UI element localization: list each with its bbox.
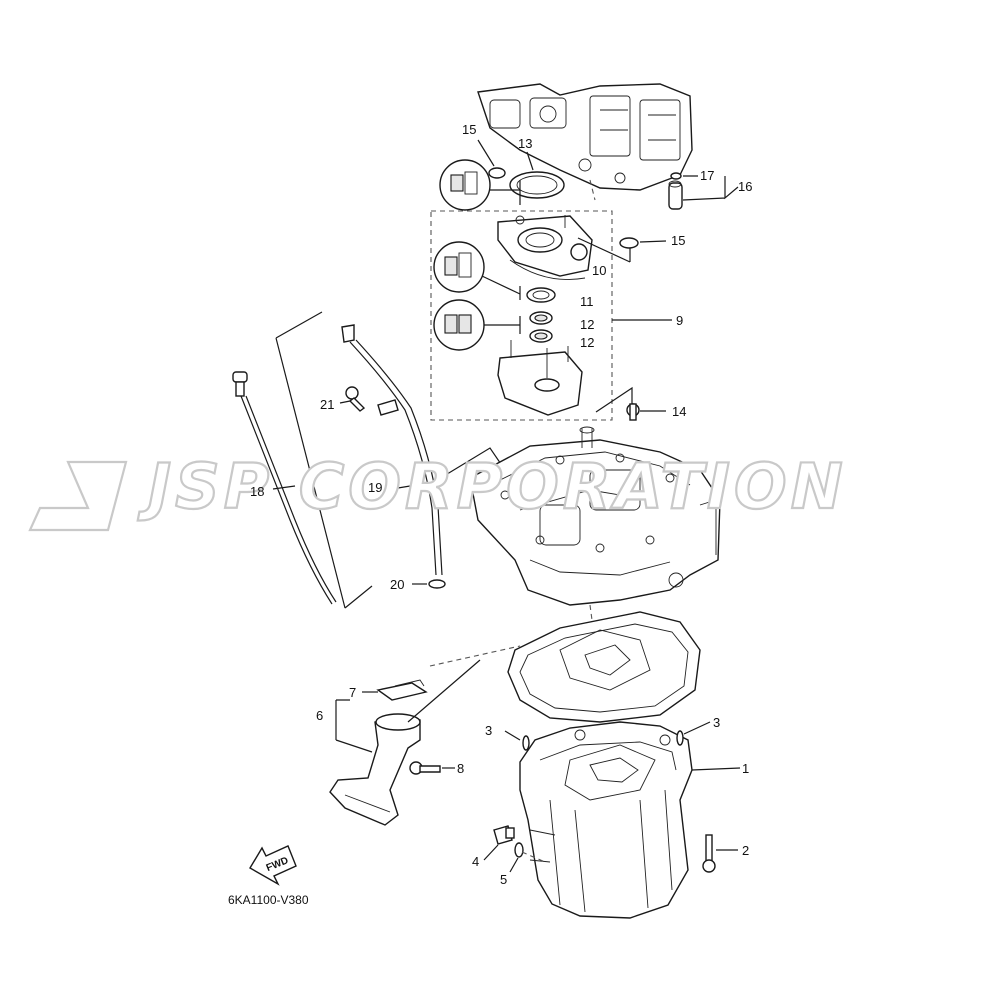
engine-block-illustration: [477, 83, 693, 201]
callout-14: 14: [672, 404, 686, 419]
callout-12-upper: 12: [580, 317, 594, 332]
callout-18: 18: [250, 484, 264, 499]
drain-plug-4: [483, 825, 515, 861]
bolt-21: [339, 386, 366, 412]
bolt-2: [702, 834, 738, 873]
sealant-detail-2: [433, 241, 521, 300]
oring-15-right: [619, 237, 667, 249]
callout-5: 5: [500, 872, 507, 887]
callout-3-right: 3: [713, 715, 720, 730]
bolt-8: [409, 761, 455, 775]
watermark-logo: JSP CORPORATION: [28, 449, 847, 532]
callout-7: 7: [349, 685, 356, 700]
oring-15-top: [477, 139, 506, 179]
callout-11: 11: [580, 294, 594, 309]
callout-2: 2: [742, 843, 749, 858]
clip-7: [362, 679, 428, 701]
oring-20: [412, 579, 446, 589]
callout-19: 19: [368, 480, 382, 495]
callout-10: 10: [592, 263, 606, 278]
callout-15-right: 15: [671, 233, 685, 248]
callout-6: 6: [316, 708, 323, 723]
callout-13: 13: [518, 136, 532, 151]
callout-21: 21: [320, 397, 334, 412]
callout-12-lower: 12: [580, 335, 594, 350]
oil-pan-1: [504, 721, 741, 919]
watermark-text: JSP CORPORATION: [137, 450, 847, 523]
callout-3-left: 3: [485, 723, 492, 738]
dipstick-18: [232, 311, 373, 609]
callout-4: 4: [472, 854, 479, 869]
gasket-5: [509, 842, 546, 873]
callout-1: 1: [742, 761, 749, 776]
oil-pump-assembly-9: [430, 210, 672, 421]
oil-seal-13: [509, 151, 565, 199]
callout-20: 20: [390, 577, 404, 592]
exhaust-guide-casing: [469, 426, 721, 621]
fwd-arrow-icon: FWD: [249, 845, 297, 886]
callout-9: 9: [676, 313, 683, 328]
callout-8: 8: [457, 761, 464, 776]
sealant-detail-1: [439, 159, 521, 211]
oil-strainer-6: [329, 659, 481, 826]
drawing-code: 6KA1100-V380: [228, 893, 309, 907]
callout-15-top: 15: [462, 122, 476, 137]
bolt-14: [595, 386, 666, 421]
callout-17: 17: [700, 168, 714, 183]
callout-16: 16: [738, 179, 752, 194]
oil-pan-gasket: [429, 611, 701, 723]
sealant-detail-3: [433, 299, 521, 351]
dowel-pin-16: [668, 172, 739, 210]
